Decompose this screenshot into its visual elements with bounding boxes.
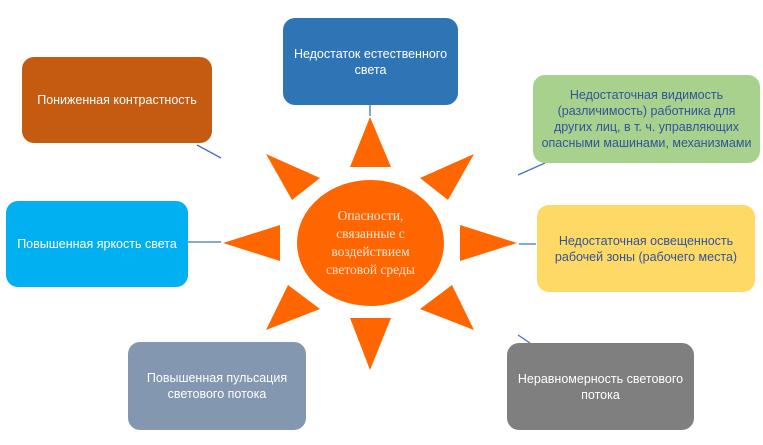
node-text: Повышенная пульсация светового потока	[146, 371, 288, 401]
node-text: Недостаток естественного света	[293, 46, 448, 77]
node-top: Недостаток естественного света	[283, 18, 458, 105]
node-text: Недостаточная освещенность рабочей зоны …	[554, 233, 738, 264]
node-right: Недостаточная освещенность рабочей зоны …	[537, 205, 755, 292]
center-text: Опасности, связанные с воздействием свет…	[326, 208, 415, 277]
sun-ray	[350, 117, 391, 167]
node-left: Повышенная яркость света	[6, 201, 188, 287]
sun-ray	[420, 285, 474, 330]
node-text: Пониженная контрастность	[37, 93, 197, 107]
sun-ray	[266, 285, 320, 330]
node-bottom-right: Неравномерность светового потока	[507, 343, 694, 430]
sun-ray	[420, 154, 474, 200]
node-text: Недостаточная видимость (различимость) р…	[541, 88, 752, 150]
node-text: Повышенная яркость света	[17, 237, 177, 251]
connector	[196, 144, 222, 159]
sun-ray	[460, 225, 517, 261]
connector	[517, 162, 546, 176]
sun-ray	[223, 225, 280, 261]
sun-ray	[266, 154, 320, 200]
connector	[517, 334, 531, 344]
node-top-left: Пониженная контрастность	[22, 57, 212, 143]
center-circle: Опасности, связанные с воздействием свет…	[297, 180, 444, 306]
node-bottom-left: Повышенная пульсация светового потока	[128, 342, 306, 430]
node-top-right: Недостаточная видимость (различимость) р…	[533, 75, 760, 163]
node-text: Неравномерность светового потока	[517, 371, 684, 402]
sun-ray	[350, 318, 391, 370]
